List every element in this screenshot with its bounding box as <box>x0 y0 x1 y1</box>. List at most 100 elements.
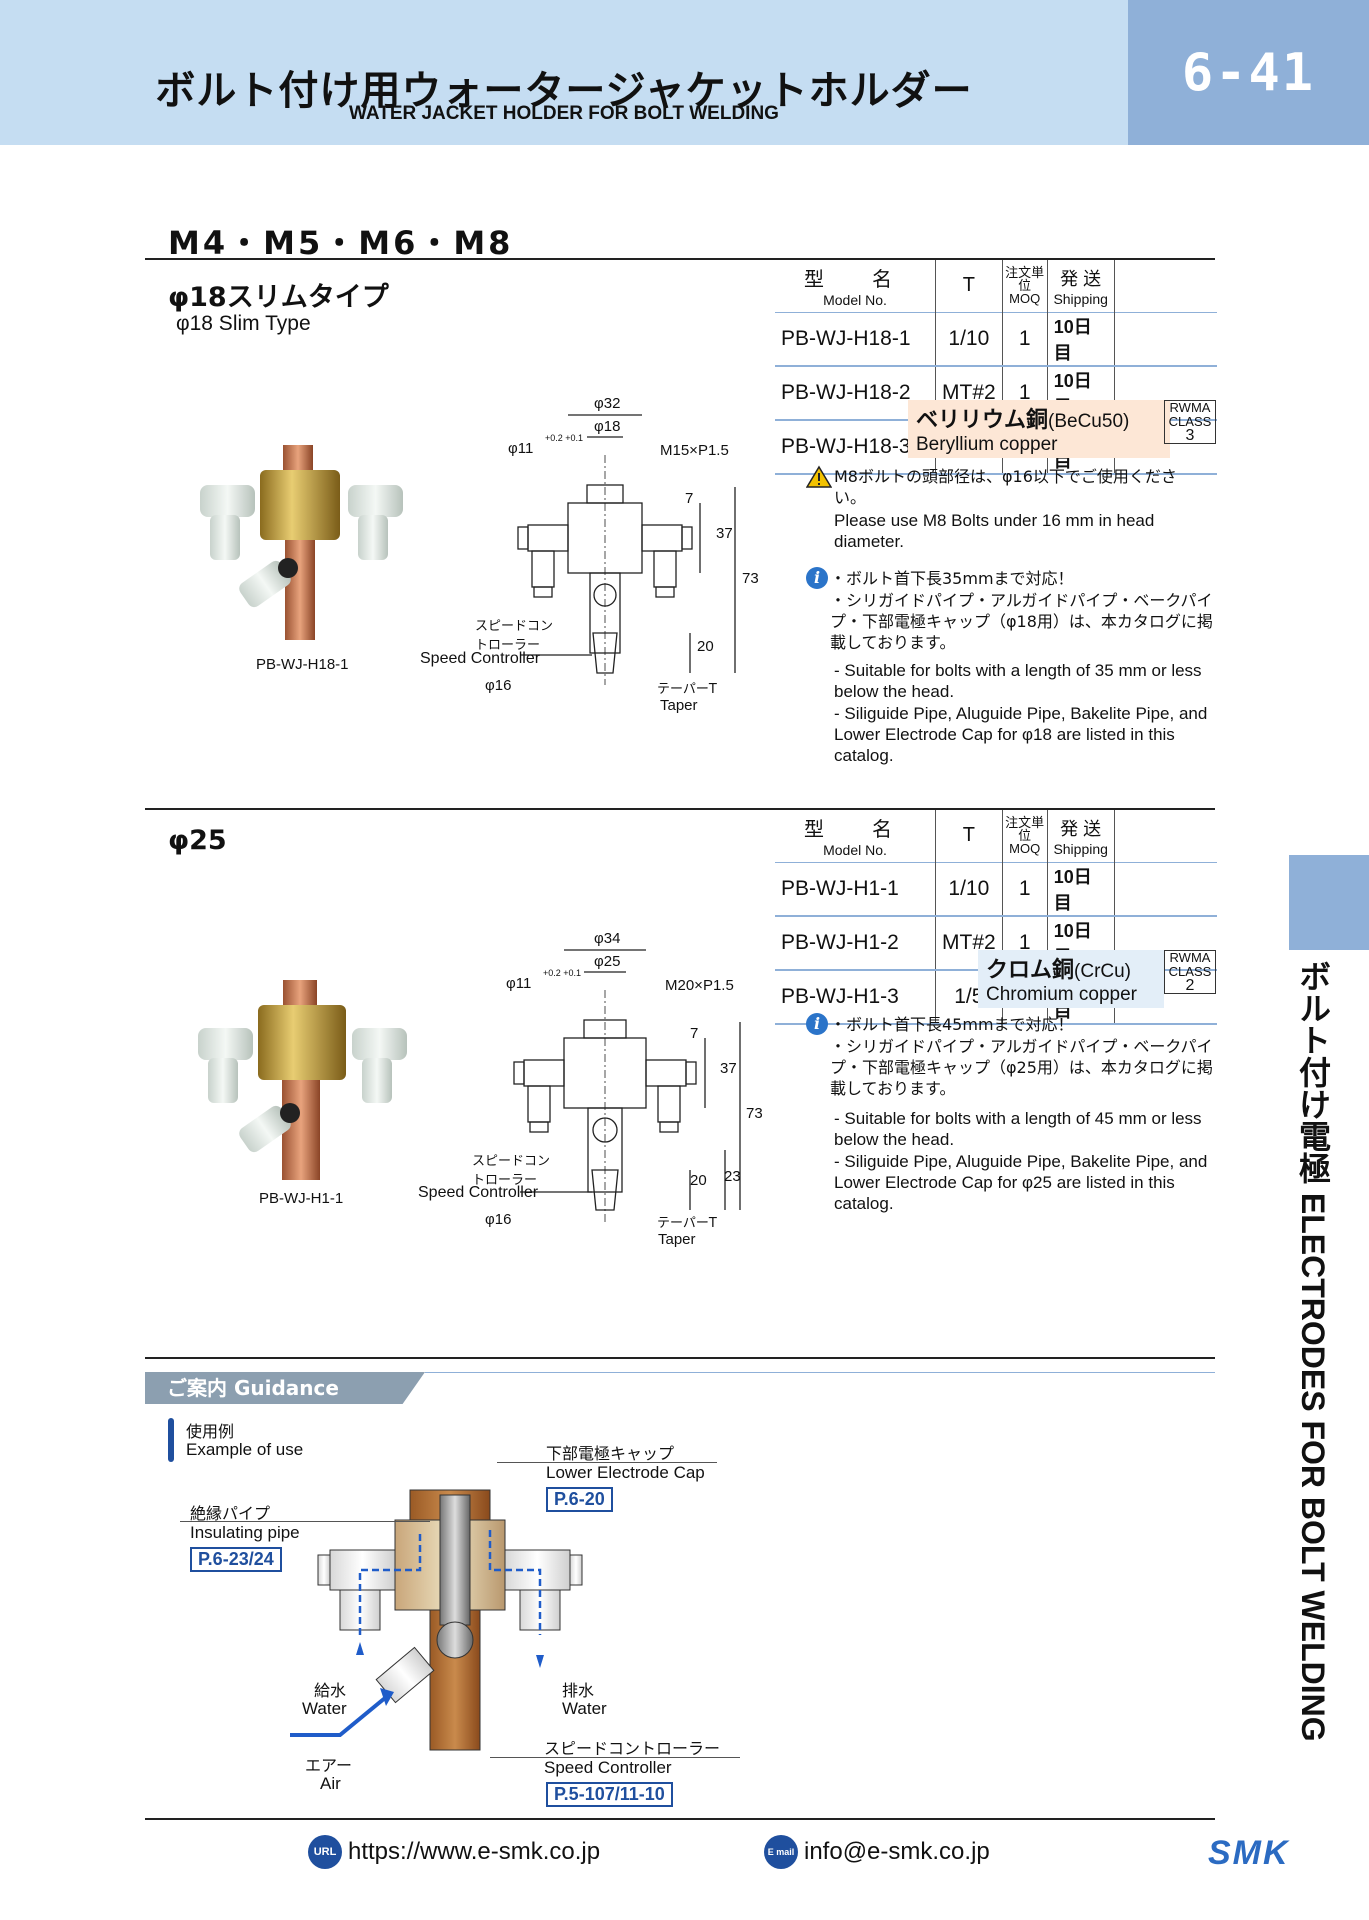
dim-thread: M15×P1.5 <box>660 442 729 459</box>
model-number: PB-WJ-H1-2 <box>775 915 936 971</box>
dim-inner: φ25 <box>594 953 621 970</box>
divider <box>145 1357 1215 1359</box>
dim-hole: φ11 <box>508 440 534 457</box>
header-t: T <box>935 260 1003 312</box>
dim-37: 37 <box>716 525 733 542</box>
taper-en: Taper <box>658 1231 696 1248</box>
speed-controller-ref-link[interactable]: P.5-107/11-10 <box>546 1782 673 1807</box>
material-code: (CrCu) <box>1074 961 1132 982</box>
speed-controller-jp: スピードコントローラー <box>472 1154 551 1188</box>
speed-controller-jp: スピードコントローラー <box>475 619 554 653</box>
header-t: T <box>935 810 1003 862</box>
speed-controller-en: Speed Controller <box>544 1758 672 1777</box>
info-jp-1: ・ボルト首下長45mmまで対応！ <box>830 1015 1074 1034</box>
t-value: MT#2 <box>935 915 1003 971</box>
lower-cap-jp: 下部電極キャップ <box>546 1444 675 1463</box>
dim-tolerance: +0.2 +0.1 <box>545 433 584 443</box>
photo-caption: PB-WJ-H1-1 <box>259 1190 344 1207</box>
material-en: Chromium copper <box>986 984 1137 1005</box>
usage-title-jp: 使用例 <box>186 1422 235 1441</box>
dim-outer: φ32 <box>594 395 621 412</box>
info-en-2: - Siliguide Pipe, Aluguide Pipe, Bakelit… <box>834 704 1208 765</box>
material-en: Beryllium copper <box>916 434 1058 455</box>
header-band <box>0 0 1128 145</box>
t-value: 1/10 <box>935 861 1003 917</box>
info-jp-2: ・シリガイドパイプ・アルガイドパイプ・ベークパイプ・下部電極キャップ（φ25用）… <box>830 1037 1213 1098</box>
speed-controller-jp: スピードコントローラー <box>544 1739 721 1758</box>
usage-marker <box>168 1418 174 1462</box>
technical-drawing-h18 <box>517 414 736 685</box>
insulating-pipe-jp: 絶縁パイプ <box>190 1504 271 1523</box>
model-number: PB-WJ-H1-3 <box>775 969 936 1025</box>
block2-material: クロム銅(CrCu) Chromium copper <box>978 950 1164 1008</box>
product-photo-h1 <box>198 980 407 1180</box>
website-link[interactable]: https://www.e-smk.co.jp <box>348 1838 601 1865</box>
dim-thread: M20×P1.5 <box>665 977 734 994</box>
photo-caption: PB-WJ-H18-1 <box>256 656 349 673</box>
usage-title-en: Example of use <box>186 1440 304 1459</box>
warning-en: Please use M8 Bolts under 16 mm in head … <box>834 511 1155 551</box>
lower-cap-en: Lower Electrode Cap <box>546 1463 705 1482</box>
insulating-pipe-en: Insulating pipe <box>190 1523 300 1542</box>
info-icon: i <box>806 567 828 589</box>
dim-tolerance: +0.2 +0.1 <box>543 968 582 978</box>
material-code: (BeCu50) <box>1048 411 1130 432</box>
model-number: PB-WJ-H18-1 <box>775 311 936 367</box>
page-number: 6-41 <box>1128 0 1369 145</box>
table-row: PB-WJ-H1-1 1/10 1 10日目 <box>775 861 1217 917</box>
usage-diagram <box>290 1489 583 1751</box>
shipping-value: 10日目 <box>1047 311 1115 367</box>
lower-cap-ref-link[interactable]: P.6-20 <box>546 1487 613 1512</box>
mail-icon: E mail <box>764 1835 798 1869</box>
block1-type-subtitle: φ18 Slim Type <box>176 312 311 335</box>
dim-37: 37 <box>720 1060 737 1077</box>
t-value: 1/10 <box>935 311 1003 367</box>
dim-7: 7 <box>690 1025 699 1042</box>
shipping-value: 10日目 <box>1047 861 1115 917</box>
guidance-bar: ご案内 Guidance <box>145 1372 425 1404</box>
dim-73: 73 <box>742 570 759 587</box>
speed-controller-en: Speed Controller <box>418 1184 539 1201</box>
dim-7: 7 <box>685 490 694 507</box>
section-title: M4・M5・M6・M8 <box>168 224 514 262</box>
footer-divider <box>145 1818 1215 1820</box>
material-name: クロム銅 <box>986 958 1075 983</box>
block2-type-title: φ25 <box>168 825 227 856</box>
info-icon: i <box>806 1013 828 1035</box>
block1-material: ベリリウム銅(BeCu50) Beryllium copper <box>908 400 1170 458</box>
water-in-jp: 給水 <box>314 1681 347 1700</box>
dim-hole: φ11 <box>506 975 532 992</box>
page-subtitle: WATER JACKET HOLDER FOR BOLT WELDING <box>349 103 779 124</box>
air-en: Air <box>320 1774 341 1793</box>
moq-value: 1 <box>1002 861 1048 917</box>
info-en-2: - Siliguide Pipe, Aluguide Pipe, Bakelit… <box>834 1152 1208 1213</box>
table-row: PB-WJ-H18-1 1/10 1 10日目 <box>775 311 1217 367</box>
insulating-pipe-ref-link[interactable]: P.6-23/24 <box>190 1547 282 1572</box>
water-in-en: Water <box>302 1699 347 1718</box>
smk-logo: SMK <box>1208 1834 1290 1872</box>
water-out-en: Water <box>562 1699 607 1718</box>
dim-20: 20 <box>697 638 714 655</box>
email-link[interactable]: info@e-smk.co.jp <box>804 1838 990 1865</box>
dim-16: φ16 <box>485 1211 512 1228</box>
dim-20: 20 <box>690 1172 707 1189</box>
info-en-1: - Suitable for bolts with a length of 35… <box>834 661 1202 701</box>
block1-type-title: φ18スリムタイプ <box>168 282 389 313</box>
divider <box>145 808 1215 810</box>
dim-23: 23 <box>724 1168 741 1185</box>
product-photo-h18 <box>200 445 403 640</box>
taper-jp: テーパーT <box>657 682 717 697</box>
air-jp: エアー <box>305 1756 353 1775</box>
model-number: PB-WJ-H1-1 <box>775 861 936 917</box>
taper-jp: テーパーT <box>657 1216 717 1231</box>
speed-controller-en: Speed Controller <box>420 650 541 667</box>
side-tab <box>1289 855 1369 950</box>
